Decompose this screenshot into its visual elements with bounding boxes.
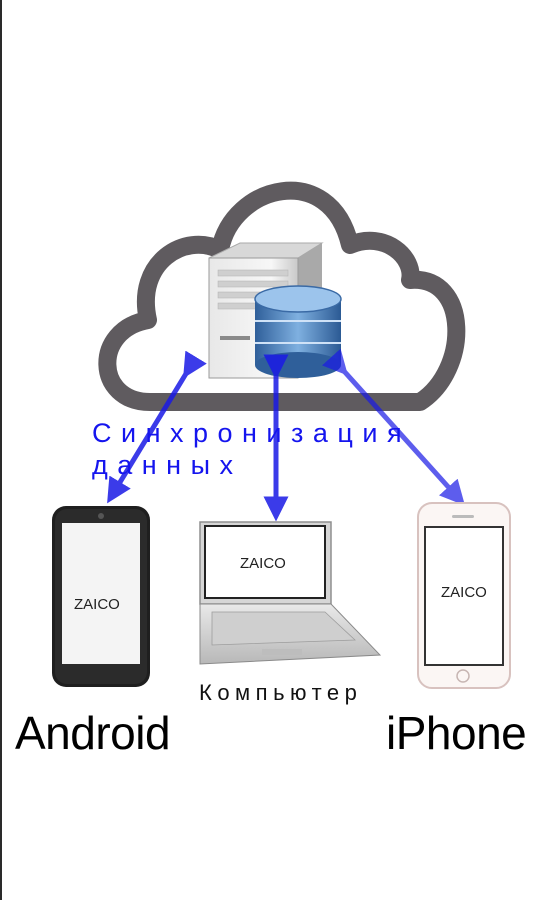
android-label: Android: [15, 707, 171, 759]
iphone-icon: [417, 502, 511, 689]
laptop-screen-text: ZAICO: [240, 555, 286, 572]
iphone-label: iPhone: [386, 707, 527, 759]
sync-arrows: [107, 348, 466, 522]
computer-label: Компьютер: [199, 680, 363, 705]
arrow-cloud-iphone: [322, 348, 466, 506]
sync-label-line1: Синхронизация: [92, 418, 412, 448]
android-phone-icon: [52, 506, 150, 687]
arrow-cloud-android: [107, 350, 207, 504]
laptop-icon: [199, 521, 382, 665]
sync-label-line2: данных: [92, 450, 243, 480]
iphone-screen-text: ZAICO: [441, 584, 487, 601]
android-screen-text: ZAICO: [74, 596, 120, 613]
left-border: [0, 0, 2, 900]
database-icon: [254, 285, 342, 378]
